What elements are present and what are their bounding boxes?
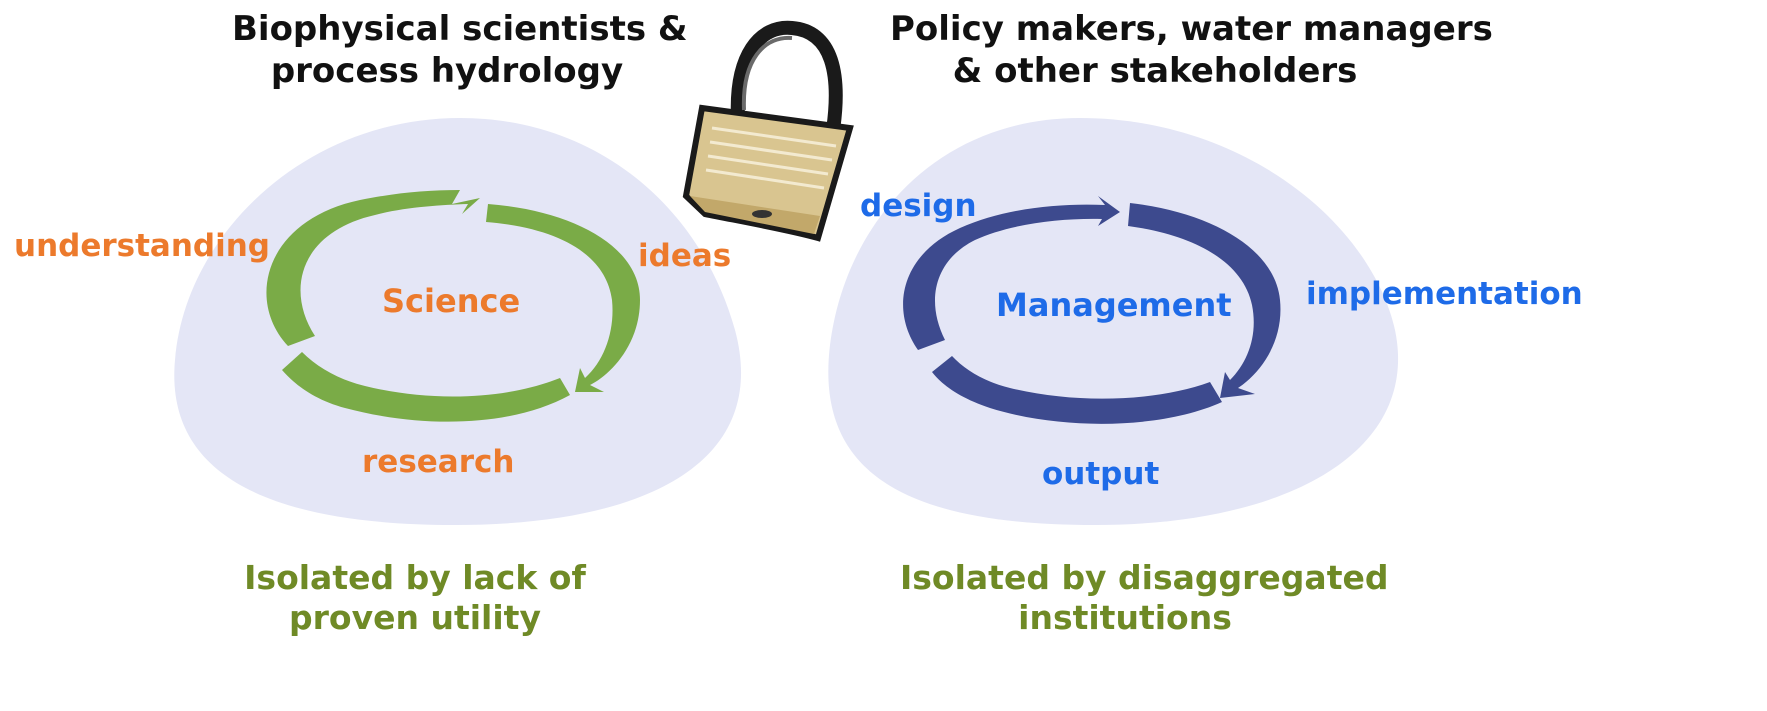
science-cycle-arrow-2 [486,204,640,392]
management-cycle-arrow-3 [932,356,1222,424]
management-cycle-arrow-1 [903,196,1120,350]
science-heading-line-2: process hydrology [270,51,624,91]
padlock-shackle [730,20,843,155]
science-cycle [266,190,640,422]
label-design: design [860,188,977,224]
padlock-icon [682,20,854,242]
management-caption: Isolated by disaggregated institutions [900,558,1389,638]
management-caption-line-1: Isolated by disaggregated [900,558,1389,597]
science-cycle-arrow-3 [282,352,570,422]
label-research: research [362,444,515,480]
management-caption-line-2: institutions [1018,598,1232,637]
padlock-body-highlights [705,126,837,190]
science-caption-line-2: proven utility [289,598,541,637]
label-understanding: understanding [14,228,270,264]
science-cycle-arrow-1 [266,190,480,346]
label-output: output [1042,456,1160,492]
science-heading-line-1: Biophysical scientists & [232,9,688,49]
management-group-heading: Policy makers, water managers & other st… [890,8,1493,92]
label-science: Science [382,282,521,320]
label-ideas: ideas [638,238,732,274]
padlock-shackle-highlight [741,35,793,111]
science-caption: Isolated by lack of proven utility [240,558,590,638]
management-cycle [903,196,1281,424]
management-cycle-arrow-2 [1128,203,1281,398]
science-caption-line-1: Isolated by lack of [244,558,586,597]
label-management: Management [996,286,1232,324]
label-implementation: implementation [1306,276,1583,312]
science-group-heading: Biophysical scientists & process hydrolo… [232,8,688,92]
management-heading-line-2: & other stakeholders [952,51,1358,91]
padlock-keyhole [752,210,772,218]
management-group-background [828,118,1399,525]
management-heading-line-1: Policy makers, water managers [890,9,1493,49]
